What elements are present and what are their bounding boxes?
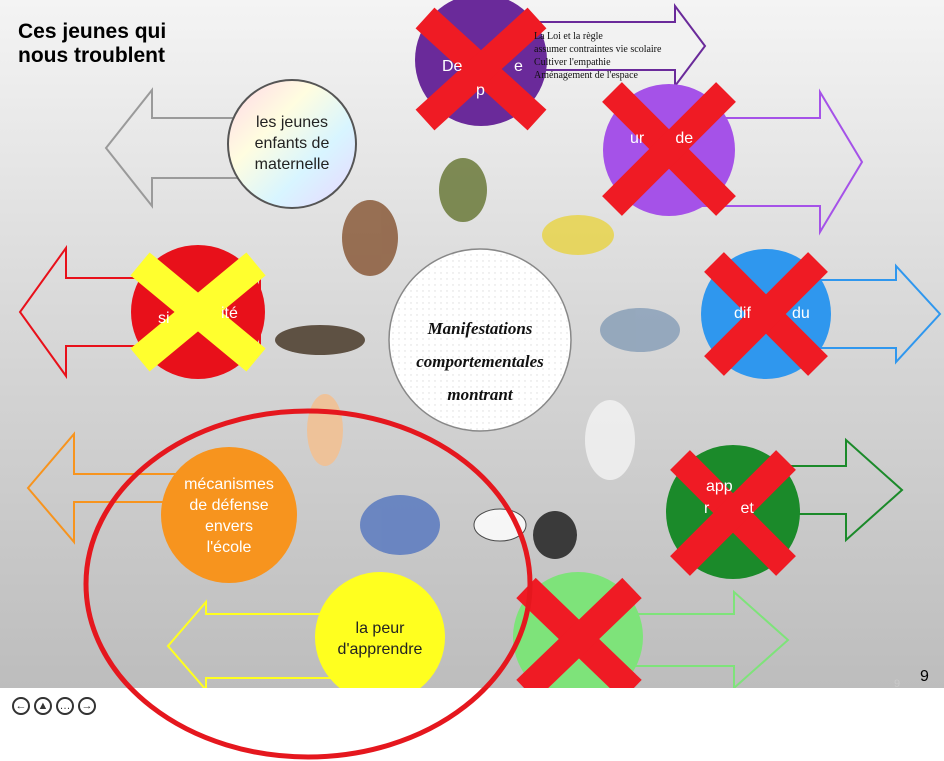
forward-icon[interactable]: →: [78, 697, 96, 715]
bubble-peur: [315, 572, 445, 688]
slide-graphics: [18, 0, 942, 688]
partial-label: p: [476, 82, 485, 99]
highlight-ellipse: [83, 408, 533, 760]
bubble-defense: [161, 447, 297, 583]
partial-label: ité: [221, 305, 238, 322]
partial-label: De: [442, 58, 463, 75]
bubble-maternelle-label: les jeunes enfants de maternelle: [254, 114, 330, 173]
partial-label: e: [514, 58, 523, 75]
page-number: 9: [920, 668, 929, 685]
bubble-maternelle: [227, 79, 357, 209]
partial-label: ur de: [630, 130, 694, 147]
partial-label: r et: [704, 500, 754, 517]
cross-violet: [602, 82, 736, 216]
cross-blue: [704, 252, 828, 376]
partial-label: app: [706, 478, 733, 495]
back-icon[interactable]: ←: [12, 697, 30, 715]
bullet-item: Aménagement de l'espace: [534, 70, 638, 81]
arrow-top-right-outline: [529, 2, 707, 89]
slide: Ces jeunes qui nous troublent les jeunes…: [0, 0, 944, 688]
cartoon-characters: [275, 158, 680, 559]
cross-purple: [415, 7, 547, 131]
bubble-center: [388, 248, 572, 432]
pointer-icon[interactable]: ▲: [34, 697, 52, 715]
bullet-item: assumer contraintes vie scolaire: [534, 44, 662, 55]
slide-title: Ces jeunes qui nous troublent: [18, 20, 167, 67]
partial-label: si: [158, 310, 170, 327]
more-icon[interactable]: …: [56, 697, 74, 715]
cross-red-yellow: [130, 252, 266, 372]
partial-label: du: [792, 305, 810, 322]
center-label: Manifestations comportementales montrant: [416, 319, 544, 404]
bullet-item: La Loi et la règle: [534, 31, 603, 42]
partial-label: dif: [734, 305, 751, 322]
bubble-defense-label: mécanismes de défense envers l'école: [184, 476, 274, 556]
bubble-peur-label: la peur d'apprendre: [337, 620, 423, 658]
cross-lightgreen: [516, 577, 642, 688]
bullet-item: Cultiver l'empathie: [534, 57, 611, 68]
page-number-watermark: 9: [894, 678, 901, 688]
bullet-list: La Loi et la règle assumer contraintes v…: [534, 30, 661, 82]
slide-nav-controls: ← ▲ … →: [12, 697, 96, 715]
cross-green: [670, 450, 796, 576]
